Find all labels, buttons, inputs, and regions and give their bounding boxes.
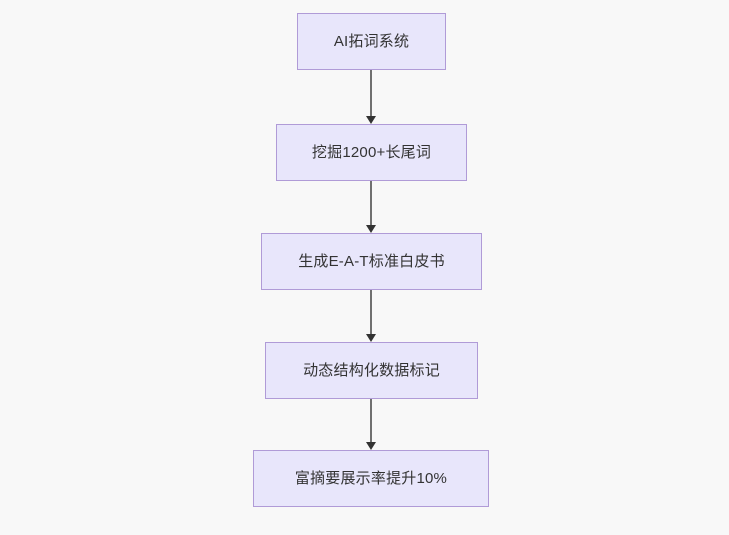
node-label: 动态结构化数据标记	[303, 361, 440, 379]
edge-node-4-to-node-5	[361, 399, 381, 450]
edge-node-3-to-node-4	[361, 290, 381, 342]
edge-node-2-to-node-3	[361, 181, 381, 233]
node-label: 挖掘1200+长尾词	[311, 143, 432, 161]
node-label: 富摘要展示率提升10%	[294, 469, 448, 487]
node-label: 生成E-A-T标准白皮书	[298, 252, 445, 270]
edge-line	[370, 290, 372, 334]
arrowhead-icon	[366, 442, 376, 450]
flowchart-node-generate-eat-whitepaper[interactable]: 生成E-A-T标准白皮书	[261, 233, 482, 290]
edge-line	[370, 181, 372, 225]
flowchart-node-rich-snippet-rate-increase[interactable]: 富摘要展示率提升10%	[253, 450, 489, 507]
edge-line	[370, 399, 372, 442]
edge-node-1-to-node-2	[361, 70, 381, 124]
flowchart-node-ai-keyword-system[interactable]: AI拓词系统	[297, 13, 446, 70]
flowchart-node-mine-long-tail-keywords[interactable]: 挖掘1200+长尾词	[276, 124, 467, 181]
arrowhead-icon	[366, 225, 376, 233]
arrowhead-icon	[366, 334, 376, 342]
flowchart-node-dynamic-structured-data-markup[interactable]: 动态结构化数据标记	[265, 342, 478, 399]
node-label: AI拓词系统	[333, 32, 410, 50]
arrowhead-icon	[366, 116, 376, 124]
edge-line	[370, 70, 372, 116]
